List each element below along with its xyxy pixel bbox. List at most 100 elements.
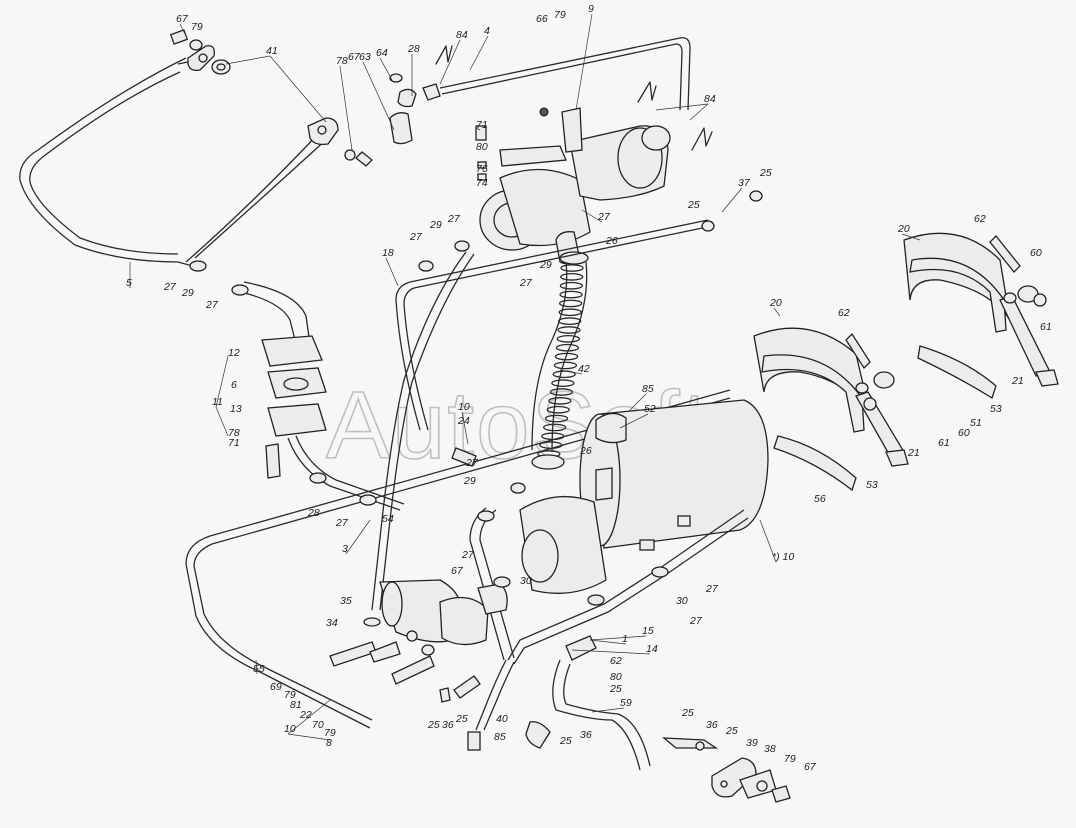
callout-label: 10 xyxy=(458,401,470,413)
callout-label: 76 xyxy=(476,163,488,175)
callout-leader xyxy=(901,233,921,241)
callout-label: 79 xyxy=(191,21,203,33)
callout-leader xyxy=(215,355,229,408)
callout-label: 20 xyxy=(769,297,782,309)
callout-leader xyxy=(589,639,627,645)
callout-leader xyxy=(559,369,583,375)
callout-leader xyxy=(721,187,743,213)
callout-label: 28 xyxy=(407,43,420,55)
callout-label: 18 xyxy=(382,247,394,259)
callout-label: 62 xyxy=(974,213,986,225)
callout-label: 53 xyxy=(866,479,878,491)
callout-label: 30 xyxy=(676,595,688,607)
callout-label: 25 xyxy=(559,735,572,747)
hose-rib xyxy=(544,414,569,423)
callout-label: 25 xyxy=(687,199,700,211)
callout-leader xyxy=(362,61,395,131)
callout-label: 3 xyxy=(342,543,348,555)
hose-rib xyxy=(554,352,579,361)
callout-label: 42 xyxy=(578,363,590,375)
hose-rib xyxy=(560,264,584,272)
callout-label: 9 xyxy=(588,3,594,15)
callout-label: 40 xyxy=(496,713,508,725)
callout-label: 67 xyxy=(348,51,361,63)
callout-leader xyxy=(759,519,777,563)
bottom-hoses xyxy=(439,635,651,771)
callout-label: 64 xyxy=(376,47,388,59)
hose-rib xyxy=(553,361,578,370)
callout-leader xyxy=(439,39,461,85)
hose-rib xyxy=(559,281,584,290)
callout-label: 27 xyxy=(465,457,479,469)
callout-label: 69 xyxy=(270,681,282,693)
shield-set-lower xyxy=(753,327,909,492)
callout-label: 4 xyxy=(484,25,490,37)
callout-label: 25 xyxy=(609,683,622,695)
callout-leader xyxy=(287,733,331,741)
callout-leader xyxy=(385,257,399,287)
callout-label: 67 xyxy=(176,13,189,25)
hose-rib xyxy=(559,290,583,299)
hose-rib xyxy=(556,335,580,343)
hose-rib xyxy=(548,397,572,405)
callout-label: 25 xyxy=(681,707,694,719)
callout-label: 25 xyxy=(455,713,468,725)
corrugated-hose-42 xyxy=(531,261,588,458)
callout-leader xyxy=(689,103,709,121)
callout-label: 5 xyxy=(126,277,132,289)
callout-leader xyxy=(179,23,187,37)
callout-label: 84 xyxy=(704,93,716,105)
callout-leader xyxy=(591,707,625,713)
callout-label: 29 xyxy=(181,287,194,299)
callout-leader xyxy=(655,103,709,111)
callout-label: 27 xyxy=(461,549,475,561)
callout-leader xyxy=(589,635,647,641)
callout-leader xyxy=(461,411,469,445)
callout-leader xyxy=(581,209,603,223)
callout-label: 13 xyxy=(230,403,242,415)
callout-label: 29 xyxy=(539,259,552,271)
callout-label: 60 xyxy=(1030,247,1042,259)
callout-label: 36 xyxy=(706,719,718,731)
callout-label: 27 xyxy=(597,211,611,223)
callout-label: 51 xyxy=(970,417,982,429)
callout-label: 59 xyxy=(620,697,632,709)
hose-rib xyxy=(558,317,582,325)
tank-10 xyxy=(519,399,769,594)
callout-label: 54 xyxy=(382,513,394,525)
callout-label: 55 xyxy=(253,663,265,675)
tube-18-3 xyxy=(185,219,731,729)
callout-label: 30 xyxy=(520,575,532,587)
hose-rib xyxy=(559,299,583,308)
callout-label: 14 xyxy=(646,643,658,655)
callout-label: 34 xyxy=(326,617,338,629)
callout-label: 6 xyxy=(231,379,237,391)
hose-rib xyxy=(549,388,574,396)
callout-label: 81 xyxy=(290,699,302,711)
callout-label: 1 xyxy=(622,633,628,645)
callout-label: 27 xyxy=(705,583,719,595)
callout-label: 29 xyxy=(429,219,442,231)
callout-label: 78 xyxy=(336,55,348,67)
callout-leader xyxy=(627,393,647,413)
hose-rib xyxy=(543,423,567,432)
callout-label: 29 xyxy=(463,475,476,487)
tube-5 xyxy=(19,57,329,269)
hose-rib xyxy=(557,326,581,334)
callout-label: 78 xyxy=(228,427,240,439)
callout-label: 22 xyxy=(299,709,312,721)
callout-label: 61 xyxy=(938,437,950,449)
callout-label: 53 xyxy=(990,403,1002,415)
callout-label: 62 xyxy=(610,655,622,667)
clamps xyxy=(189,190,763,606)
hose-rib xyxy=(558,308,582,317)
callout-label: 25 xyxy=(725,725,738,737)
callout-label: 27 xyxy=(519,277,533,289)
callout-label: 36 xyxy=(580,729,592,741)
callout-label: 79 xyxy=(324,727,336,739)
callout-label: 25 xyxy=(759,167,772,179)
callout-leader xyxy=(255,659,258,675)
callout-label: 28 xyxy=(307,507,320,519)
callout-label: 41 xyxy=(266,45,278,57)
